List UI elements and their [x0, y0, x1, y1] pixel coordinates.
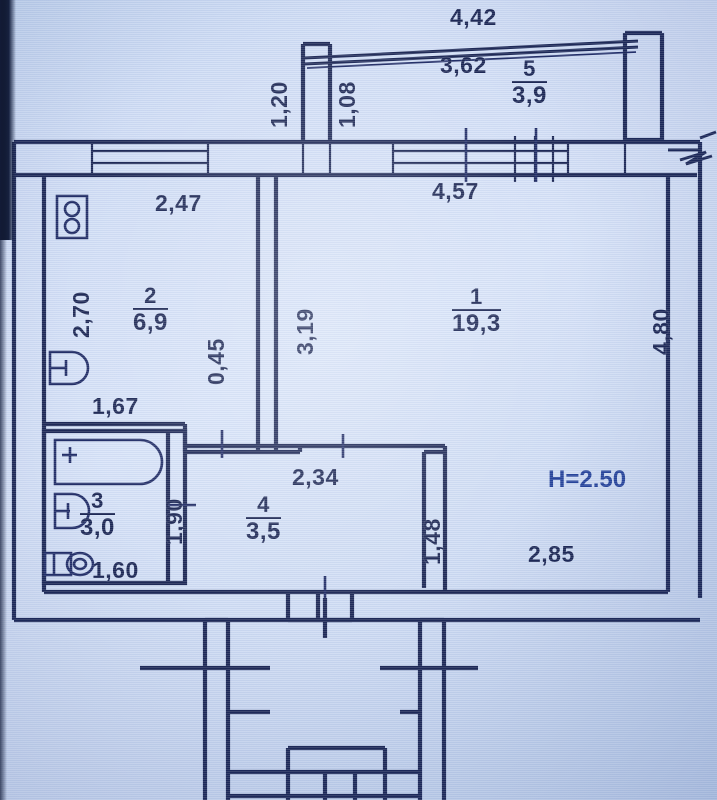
- room-3-number: 3: [80, 489, 115, 516]
- kitchen-window: [92, 151, 208, 163]
- room-2-number: 2: [133, 284, 168, 311]
- dim-balcony-inner-top: 3,62: [440, 52, 487, 78]
- bathtub-icon: [55, 440, 162, 484]
- bathroom-walls: [44, 431, 185, 583]
- ceiling-height-label: H=2.50: [548, 466, 627, 493]
- kitchen-walls: [44, 175, 276, 452]
- dim-kitchen-bottom: 1,67: [92, 393, 139, 419]
- dim-hall-right: 1,48: [419, 518, 445, 565]
- balcony-outline: [303, 33, 662, 142]
- room-label-4: 4 3,5: [246, 493, 281, 546]
- room-label-2: 2 6,9: [133, 284, 168, 337]
- dim-balcony-left-inner: 1,08: [334, 81, 360, 128]
- dim-bath-bottom: 1,60: [92, 557, 139, 583]
- dim-balcony-outer-top: 4,42: [450, 4, 497, 30]
- room-5-area: 3,9: [512, 82, 547, 110]
- dim-living-right: 4,80: [648, 308, 674, 355]
- top-exterior-wall: [14, 142, 700, 175]
- dim-kitchen-top: 2,47: [155, 190, 202, 216]
- room-label-3: 3 3,0: [80, 489, 115, 542]
- washbasin-icon: [55, 494, 89, 528]
- dim-balcony-left-outer: 1,20: [266, 81, 292, 128]
- room-4-area: 3,5: [246, 518, 281, 546]
- apartment-outer-walls: [14, 142, 700, 620]
- room-4-number: 4: [246, 493, 281, 520]
- hallway-walls: [185, 446, 445, 592]
- kitchen-sink-icon: [50, 352, 88, 384]
- room-label-1: 1 19,3: [452, 285, 501, 338]
- room-1-area: 19,3: [452, 310, 501, 338]
- stairwell-structure: [140, 592, 478, 800]
- stove-icon: [57, 196, 87, 238]
- dim-hall-small-left: 0,45: [203, 338, 229, 385]
- dim-partition-height: 3,19: [292, 308, 318, 355]
- dim-hall-top: 2,34: [292, 464, 339, 490]
- room-label-5: 5 3,9: [512, 57, 547, 110]
- break-symbol: [668, 132, 716, 164]
- room-1-number: 1: [452, 285, 501, 312]
- room-3-area: 3,0: [80, 514, 115, 542]
- room-2-area: 6,9: [133, 309, 168, 337]
- living-room-window: [393, 136, 568, 182]
- room-5-number: 5: [512, 57, 547, 84]
- dim-living-top: 4,57: [432, 178, 479, 204]
- toilet-icon: [45, 553, 93, 575]
- dim-living-bottom: 2,85: [528, 541, 575, 567]
- photo-edge-shadow: [0, 0, 7, 800]
- dimension-ticks: [466, 128, 536, 182]
- dim-kitchen-left: 2,70: [68, 291, 94, 338]
- dim-bath-right: 1,90: [161, 498, 187, 545]
